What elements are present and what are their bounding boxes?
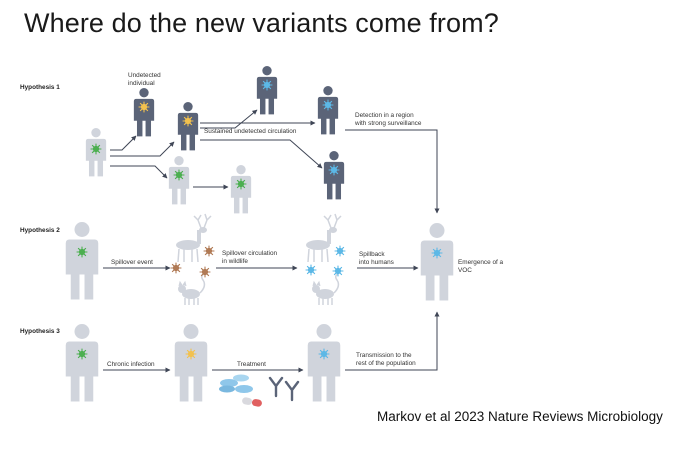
person-transmission: [307, 324, 341, 402]
detection-label-line2: with strong surveillance: [354, 120, 422, 127]
person-detected: [317, 86, 339, 135]
outcome-label-line2: VOC: [458, 267, 472, 274]
virus-green-icon: [235, 178, 247, 190]
virus-green-icon: [76, 246, 88, 258]
transmission-label-line2: rest of the population: [356, 360, 416, 367]
virus-yellow-icon: [182, 115, 194, 127]
virus-blue-icon: [305, 264, 317, 276]
virus-blue-icon: [332, 265, 344, 277]
treatment-label: Treatment: [237, 361, 266, 368]
virus-blue-icon: [261, 79, 273, 91]
person-bottom-h1: [323, 151, 345, 200]
sustained-circulation-label: Sustained undetected circulation: [204, 128, 297, 135]
person-top-h1: [256, 66, 278, 115]
cat-icon: [312, 273, 340, 305]
virus-blue-icon: [431, 247, 443, 259]
person-origin-h1: [85, 128, 107, 177]
virus-brown-icon: [203, 245, 215, 257]
virus-blue-icon: [318, 348, 330, 360]
virus-green-icon: [90, 143, 102, 155]
spillback-label-line1: Spillback: [359, 251, 385, 258]
undetected-label-line2: individual: [128, 80, 155, 87]
spillback-label-line2: into humans: [359, 259, 394, 266]
person-chronic: [65, 324, 99, 402]
chronic-infection-label: Chronic infection: [107, 361, 155, 368]
person-treated: [174, 324, 208, 402]
virus-blue-icon: [334, 245, 346, 257]
hypothesis-2-heading: Hypothesis 2: [20, 227, 60, 234]
transmission-label-line1: Transmission to the: [356, 352, 412, 359]
virus-green-icon: [173, 169, 185, 181]
arrow: [110, 141, 175, 157]
detection-label-line1: Detection in a region: [355, 112, 414, 119]
person-voc: [420, 223, 454, 301]
person-light-mid-h1: [168, 156, 190, 205]
virus-yellow-icon: [185, 348, 197, 360]
arrow: [110, 165, 168, 179]
deer-icon: [176, 213, 212, 263]
arrow: [345, 129, 440, 214]
hypothesis-1-heading: Hypothesis 1: [20, 84, 60, 91]
virus-brown-icon: [170, 262, 182, 274]
person-light-end-h1: [230, 165, 252, 214]
person-carrier: [177, 102, 199, 151]
virus-blue-icon: [322, 99, 334, 111]
undetected-label-line1: Undetected: [128, 72, 161, 79]
slide-title: Where do the new variants come from?: [24, 8, 499, 38]
virus-brown-icon: [199, 266, 211, 278]
arrow: [200, 109, 258, 129]
virus-yellow-icon: [138, 101, 150, 113]
spillover-event-label: Spillover event: [111, 259, 153, 266]
arrow: [345, 311, 440, 371]
person-origin-h2: [65, 222, 99, 300]
virus-green-icon: [76, 348, 88, 360]
wildlife-label-line2: in wildlife: [222, 258, 248, 265]
outcome-label-line1: Emergence of a: [458, 259, 504, 266]
arrow: [200, 139, 323, 169]
hypothesis-3-heading: Hypothesis 3: [20, 328, 60, 335]
person-undetected: [133, 88, 155, 137]
antibody-icon: [268, 376, 300, 402]
citation: Markov et al 2023 Nature Reviews Microbi…: [377, 409, 663, 424]
cat-icon: [178, 273, 206, 305]
virus-blue-icon: [328, 164, 340, 176]
wildlife-label-line1: Spillover circulation: [222, 250, 277, 257]
pills-icon: [219, 374, 262, 407]
deer-icon: [306, 213, 342, 263]
arrow: [110, 135, 137, 151]
